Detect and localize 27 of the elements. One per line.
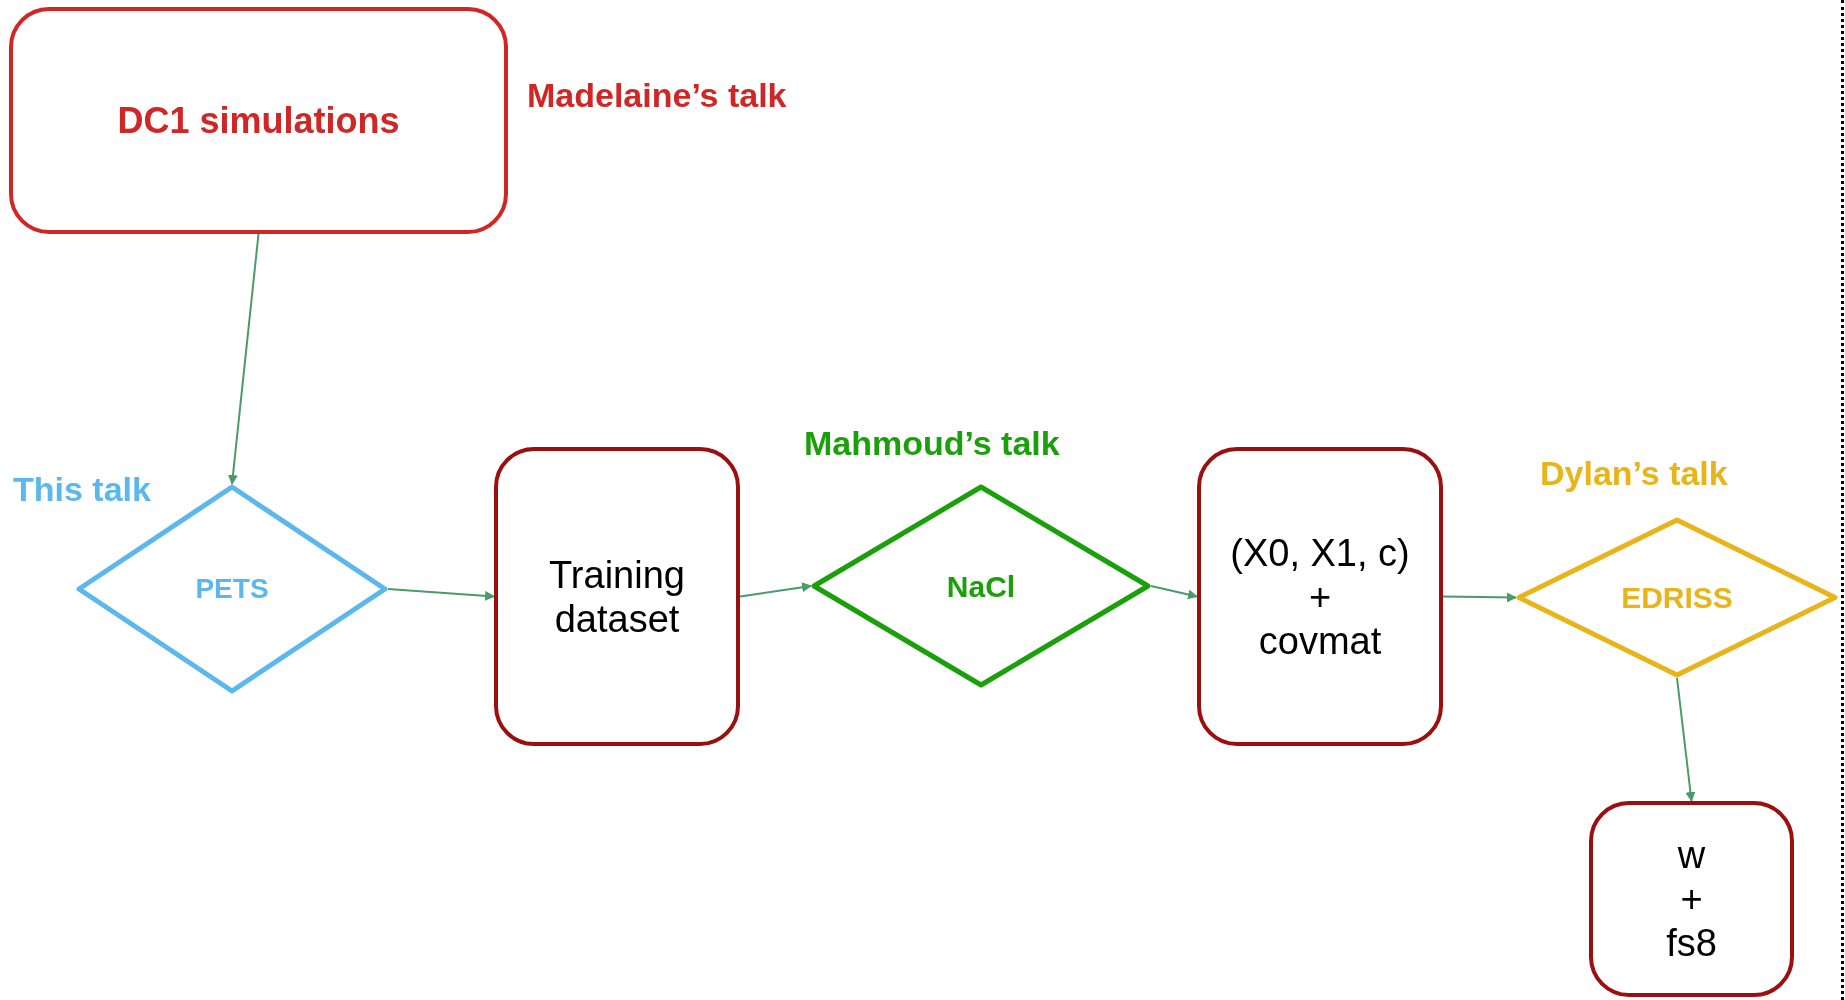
node-label: + [1308,574,1332,619]
node-label: + [1680,877,1703,921]
node-label: PETS [195,572,269,606]
arrow [1150,585,1198,600]
node-label: w [1677,833,1706,877]
talk-label: Dylan’s talk [1540,453,1728,494]
node-label: fs8 [1666,921,1717,965]
node-label: EDRISS [1621,580,1733,616]
decision-diamond [811,484,1151,688]
decision-diamond [1516,517,1838,678]
node-label: DC1 simulations [117,98,400,143]
node-label: NaCl [946,568,1016,605]
node-label: covmat [1258,618,1382,663]
arrow [1676,677,1696,802]
arrow [387,588,495,601]
arrow [1442,592,1517,603]
process-box [494,447,740,746]
arrow [228,233,260,485]
talk-label: This talk [13,469,151,510]
node-label: (X0, X1, c) [1230,530,1410,575]
arrow [739,582,812,598]
process-box [1589,801,1794,997]
process-box [9,7,508,234]
talk-label: Mahmoud’s talk [804,423,1060,464]
process-box [1197,447,1443,746]
node-label: Training dataset [548,552,686,641]
talk-label: Madelaine’s talk [527,75,787,116]
